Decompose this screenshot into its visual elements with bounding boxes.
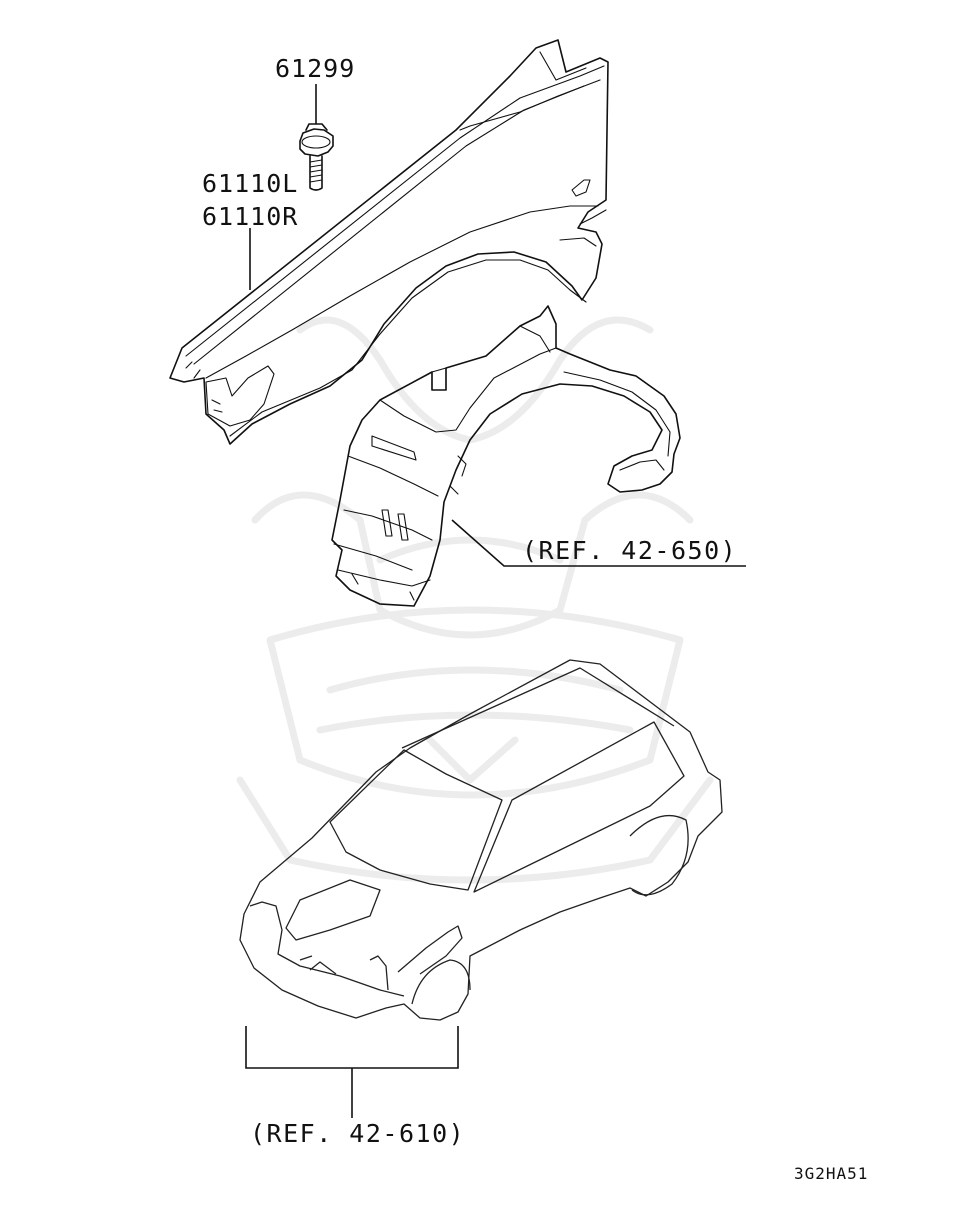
leader-lines [245,84,746,1118]
leader-splash-shield [451,519,746,567]
bolt-61299 [299,123,334,191]
watermark-emblem [236,316,714,884]
label-fender-left: 61110L [202,169,298,198]
ref-bracket [245,1026,459,1069]
label-diagram-code: 3G2HA51 [794,1164,868,1183]
splash-shield [331,305,681,607]
label-bolt-part-number: 61299 [275,54,355,83]
label-ref-splash-shield: (REF. 42-650) [522,536,737,565]
label-ref-body-panel: (REF. 42-610) [250,1119,465,1148]
front-fender [169,39,609,445]
vehicle-outline [239,659,723,1021]
label-fender-right: 61110R [202,202,298,231]
